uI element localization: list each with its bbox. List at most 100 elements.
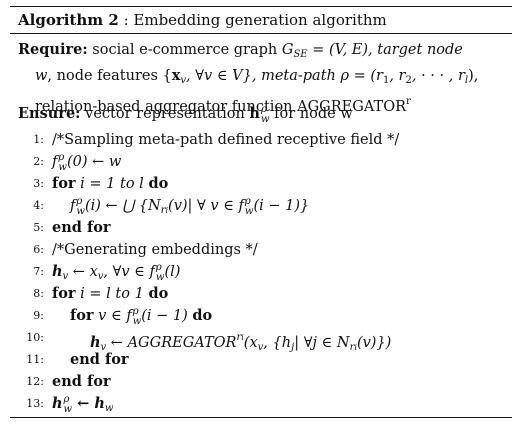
v-sub: v xyxy=(100,342,107,353)
line-number: 7: xyxy=(33,265,44,278)
w-sub: w xyxy=(58,162,67,173)
for-keyword: for xyxy=(52,285,76,302)
for-range: i = 1 to l xyxy=(75,176,149,192)
end-for-keyword: end for xyxy=(52,219,111,236)
r-sub: r xyxy=(349,342,355,353)
end-for-keyword: end for xyxy=(70,351,129,368)
header-separator: : xyxy=(118,11,134,29)
line-9-arg: (i − 1) xyxy=(141,308,193,324)
feature-subscript: v xyxy=(180,75,187,86)
algo-line-5: 5: end for xyxy=(10,217,510,239)
comment-sampling: /*Sampling meta-path defined receptive f… xyxy=(52,132,400,148)
algo-line-11: 11: end for xyxy=(10,349,510,371)
do-keyword: do xyxy=(192,307,213,324)
rho-sup: ρ xyxy=(155,262,162,273)
ensure-rest: for node w xyxy=(269,106,353,122)
w-sub: w xyxy=(63,404,73,415)
r1-subscript: 1 xyxy=(382,75,390,86)
do-keyword: do xyxy=(148,175,169,192)
require-text-1-rest: = (V, E), target node xyxy=(307,42,463,58)
w-sub: w xyxy=(132,316,142,327)
aggregator-superscript: r xyxy=(406,96,411,107)
rho-sup: ρ xyxy=(76,196,83,207)
w-sub: w xyxy=(104,403,114,414)
line-8-body: for i = l to 1 do xyxy=(52,283,168,305)
rl-subscript: l xyxy=(464,75,469,86)
rho-sup: ρ xyxy=(63,394,70,405)
ensure-h-symbol: h xyxy=(249,105,260,122)
j-sub: j xyxy=(291,342,295,353)
agg-close: (v)}) xyxy=(356,335,392,351)
line-7-mid: , ∀v ∈ f xyxy=(103,264,155,280)
w-sub: w xyxy=(244,206,254,217)
line-10-body: hv ← AGGREGATORri(xv, {hj| ∀j ∈ Nri(v)}) xyxy=(90,327,391,359)
for-keyword: for xyxy=(70,307,94,324)
require-line-3: relation-based aggregator function AGGRE… xyxy=(18,91,506,118)
assign-h: ← h xyxy=(72,395,105,412)
top-rule xyxy=(10,6,512,7)
r-sub: r xyxy=(160,205,166,216)
require-line-1: Require: social e-commerce graph GSE = (… xyxy=(18,39,506,65)
w-sub: w xyxy=(155,272,165,283)
comment-generating: /*Generating embeddings */ xyxy=(52,242,258,258)
for-range: i = l to 1 xyxy=(75,286,149,302)
line-number: 5: xyxy=(33,221,44,234)
require-block: Require: social e-commerce graph GSE = (… xyxy=(18,39,506,118)
h-symbol: h xyxy=(52,395,63,412)
algo-line-8: 8: for i = l to 1 do xyxy=(10,283,510,305)
line-number: 11: xyxy=(26,353,44,366)
line-number: 9: xyxy=(33,309,44,322)
w-sub: w xyxy=(76,206,85,217)
do-keyword: do xyxy=(148,285,169,302)
f-symbol: f xyxy=(52,154,58,170)
agg-supsub: i xyxy=(241,333,244,342)
line-number: 12: xyxy=(26,375,44,388)
neighbor-symbol: N xyxy=(148,198,161,214)
h-symbol: h xyxy=(52,263,63,280)
feature-symbol: x xyxy=(171,67,181,84)
require-text-3: relation-based aggregator function AGGRE… xyxy=(35,99,406,115)
agg-open: (x xyxy=(243,335,258,351)
v-sub: v xyxy=(257,342,264,353)
agg-sup: r xyxy=(236,332,242,343)
union-open: (i) ← ⋃ { xyxy=(84,198,148,214)
end-for-keyword: end for xyxy=(52,373,111,390)
for-keyword: for xyxy=(52,175,76,192)
algorithm-label: Algorithm 2 xyxy=(18,11,119,29)
line-number: 4: xyxy=(33,199,44,212)
line-number: 1: xyxy=(33,133,44,146)
algorithm-box: Algorithm 2 : Embedding generation algor… xyxy=(10,6,512,418)
header-rule xyxy=(10,33,512,34)
ensure-label: Ensure: xyxy=(18,105,81,122)
graph-subscript: SE xyxy=(293,49,308,60)
line-number: 8: xyxy=(33,287,44,300)
ensure-text: vector representation xyxy=(80,106,250,122)
algorithm-lines: 1: /*Sampling meta-path defined receptiv… xyxy=(10,129,510,415)
bottom-rule xyxy=(10,417,512,418)
require-text-2k: ), xyxy=(468,68,479,84)
for-set: v ∈ f xyxy=(93,308,132,324)
algo-line-12: 12: end for xyxy=(10,371,510,393)
line-2-rest: (0) ← w xyxy=(66,154,122,170)
rho-sup: ρ xyxy=(58,152,65,163)
agg-forall: | ∀j ∈ N xyxy=(294,335,350,351)
require-text-2e: , ∀v ∈ V}, meta-path ρ = (r xyxy=(186,68,383,84)
require-text-2b: , node features { xyxy=(47,68,172,84)
line-number: 3: xyxy=(33,177,44,190)
algo-line-3: 3: for i = 1 to l do xyxy=(10,173,510,195)
line-7-end: (l) xyxy=(164,264,181,280)
require-line-2: w, node features {xv, ∀v ∈ V}, meta-path… xyxy=(18,65,506,91)
graph-symbol: G xyxy=(281,42,294,58)
algorithm-header: Algorithm 2 : Embedding generation algor… xyxy=(18,10,387,30)
rho-sup: ρ xyxy=(132,306,139,317)
aggregator-call: ← AGGREGATOR xyxy=(106,335,237,351)
